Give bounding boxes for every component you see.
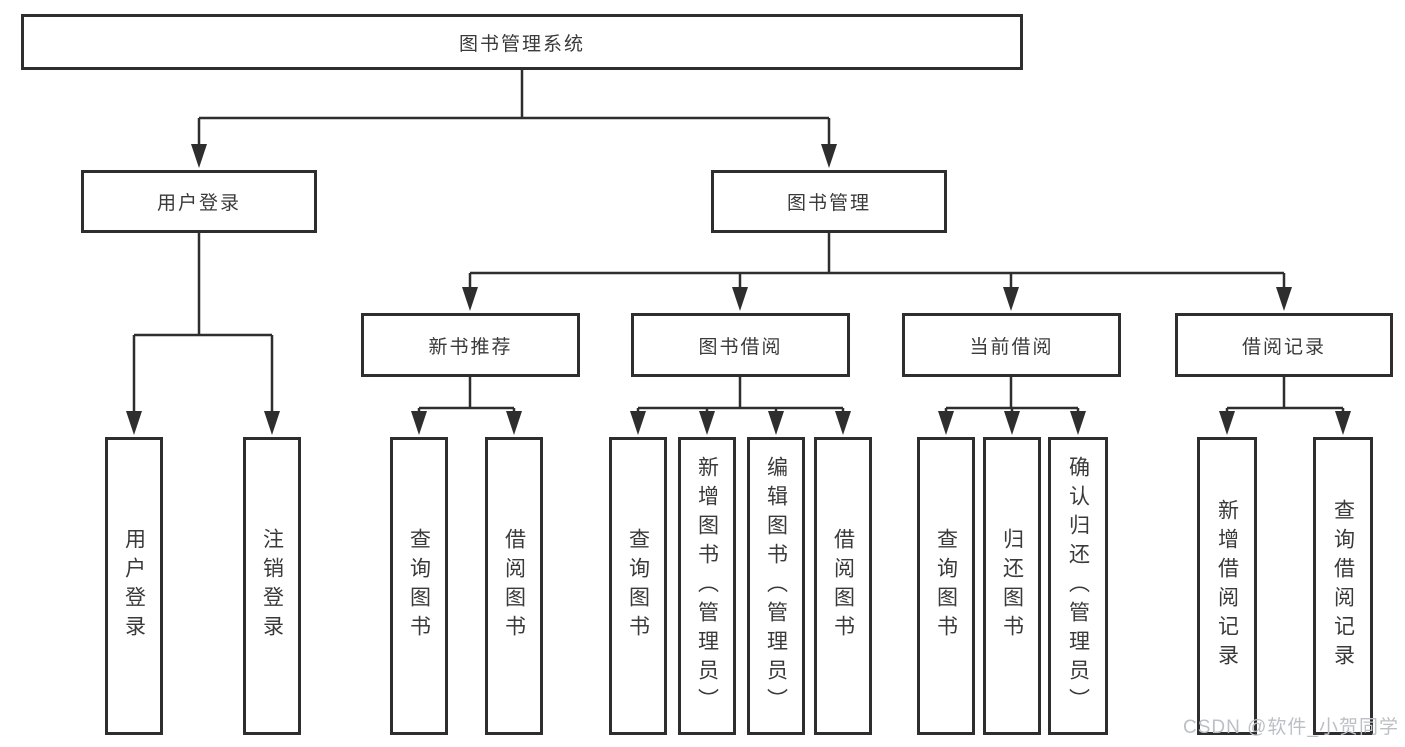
leaf-label: 查询借阅记录	[1331, 499, 1355, 673]
leaf-user-login: 用户登录	[105, 437, 163, 735]
leaf-label: 借阅图书	[502, 528, 526, 644]
leaf-borrow-book-1: 借阅图书	[485, 437, 543, 735]
arrowhead	[1219, 411, 1235, 435]
leaf-label: 新增图书（管理员）	[695, 455, 719, 717]
arrowhead	[126, 411, 142, 435]
leaf-query-book-3: 查询图书	[917, 437, 975, 735]
arrowhead	[191, 144, 207, 168]
leaf-label: 查询图书	[626, 528, 650, 644]
leaf-logout: 注销登录	[243, 437, 301, 735]
arrowhead	[938, 411, 954, 435]
leaf-query-borrow-record: 查询借阅记录	[1313, 437, 1373, 735]
arrowhead	[1003, 287, 1019, 311]
arrowhead	[1276, 287, 1292, 311]
arrowhead	[835, 411, 851, 435]
node-book-management: 图书管理	[711, 170, 947, 233]
node-book-management-label: 图书管理	[786, 193, 871, 214]
leaf-label: 用户登录	[122, 528, 146, 644]
node-book-borrow: 图书借阅	[631, 313, 850, 377]
arrowhead	[699, 411, 715, 435]
leaf-label: 借阅图书	[831, 528, 855, 644]
leaf-label: 查询图书	[934, 528, 958, 644]
leaf-add-borrow-record: 新增借阅记录	[1197, 437, 1257, 735]
leaf-return-book: 归还图书	[983, 437, 1041, 735]
arrowhead	[768, 411, 784, 435]
node-new-book-recommend-label: 新书推荐	[428, 336, 513, 358]
node-current-borrow-label: 当前借阅	[969, 336, 1054, 358]
arrowhead	[732, 287, 748, 311]
node-current-borrow: 当前借阅	[902, 313, 1121, 377]
arrowhead	[630, 411, 646, 435]
node-book-borrow-label: 图书借阅	[698, 336, 783, 358]
leaf-label: 确认归还（管理员）	[1066, 455, 1090, 717]
arrowhead	[264, 411, 280, 435]
connector-user-login-branch	[132, 233, 274, 418]
arrowhead	[506, 411, 522, 435]
leaf-query-book-1: 查询图书	[390, 437, 448, 735]
leaf-label: 注销登录	[260, 528, 284, 644]
leaf-label: 新增借阅记录	[1215, 499, 1239, 673]
csdn-watermark: CSDN @软件_小贺同学	[1183, 717, 1399, 738]
leaf-add-book-admin: 新增图书（管理员）	[678, 437, 736, 735]
leaf-query-book-2: 查询图书	[609, 437, 667, 735]
node-new-book-recommend: 新书推荐	[361, 313, 580, 377]
node-borrow-record-label: 借阅记录	[1241, 336, 1326, 358]
leaf-label: 查询图书	[407, 528, 431, 644]
leaf-borrow-book-2: 借阅图书	[814, 437, 872, 735]
arrowhead	[411, 411, 427, 435]
node-user-login-label: 用户登录	[156, 193, 241, 214]
connector-root-branch	[197, 70, 831, 150]
arrowhead	[821, 144, 837, 168]
leaf-label: 编辑图书（管理员）	[764, 455, 788, 717]
node-borrow-record: 借阅记录	[1175, 313, 1393, 377]
leaf-label: 归还图书	[1000, 528, 1024, 644]
arrowhead	[1004, 411, 1020, 435]
connector-borrow-record-branch	[1225, 377, 1345, 418]
leaf-confirm-return-admin: 确认归还（管理员）	[1048, 437, 1108, 735]
node-root: 图书管理系统	[21, 14, 1023, 70]
connector-new-book-branch	[417, 377, 516, 418]
arrowhead	[1335, 411, 1351, 435]
node-root-label: 图书管理系统	[458, 33, 585, 55]
connector-current-borrow-branch	[944, 377, 1080, 418]
arrowhead	[1070, 411, 1086, 435]
leaf-edit-book-admin: 编辑图书（管理员）	[747, 437, 805, 735]
connector-book-mgmt-branch	[468, 233, 1286, 294]
connector-book-borrow-branch	[636, 377, 845, 418]
node-user-login: 用户登录	[81, 170, 317, 233]
arrowhead	[462, 287, 478, 311]
